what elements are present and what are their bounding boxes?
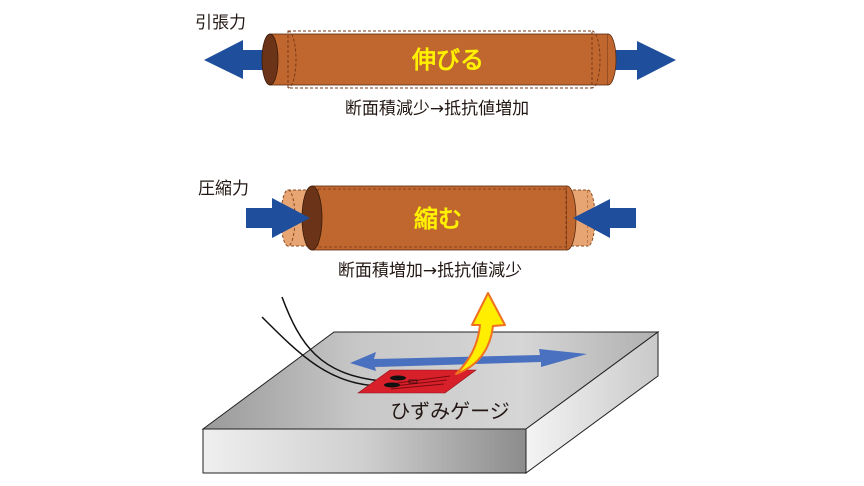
tension-left-arrow-icon <box>204 40 270 79</box>
plate-front-face <box>202 428 527 474</box>
output-signal-arrow-icon <box>455 292 506 375</box>
tension-cylinder <box>261 30 617 89</box>
strain-gauge-plate-section: ひずみゲージ <box>201 292 660 474</box>
tension-caption: 断面積減少→抵抗値増加 <box>345 99 529 119</box>
compression-left-arrow-icon <box>246 198 310 238</box>
plate-side-face <box>525 331 659 474</box>
compression-body-label: 縮む <box>414 205 462 233</box>
compression-cylinder <box>301 185 577 251</box>
tension-body-label: 伸びる <box>411 46 484 74</box>
compression-right-arrow-icon <box>573 199 636 238</box>
lead-wire-2 <box>261 316 381 387</box>
compression-section: 圧縮力 縮む 断面積増加→抵抗値減少 <box>198 179 636 281</box>
compression-caption: 断面積増加→抵抗値減少 <box>338 261 522 281</box>
compression-force-label: 圧縮力 <box>198 179 249 199</box>
tension-section: 引張力 伸びる 断面積減少→抵抗値増加 <box>195 13 676 119</box>
strain-gauge-icon <box>357 369 477 394</box>
strain-gauge-label: ひずみゲージ <box>390 399 510 423</box>
tension-right-arrow-icon <box>610 41 676 80</box>
tension-force-label: 引張力 <box>195 13 246 33</box>
lead-wire-1 <box>281 296 383 382</box>
